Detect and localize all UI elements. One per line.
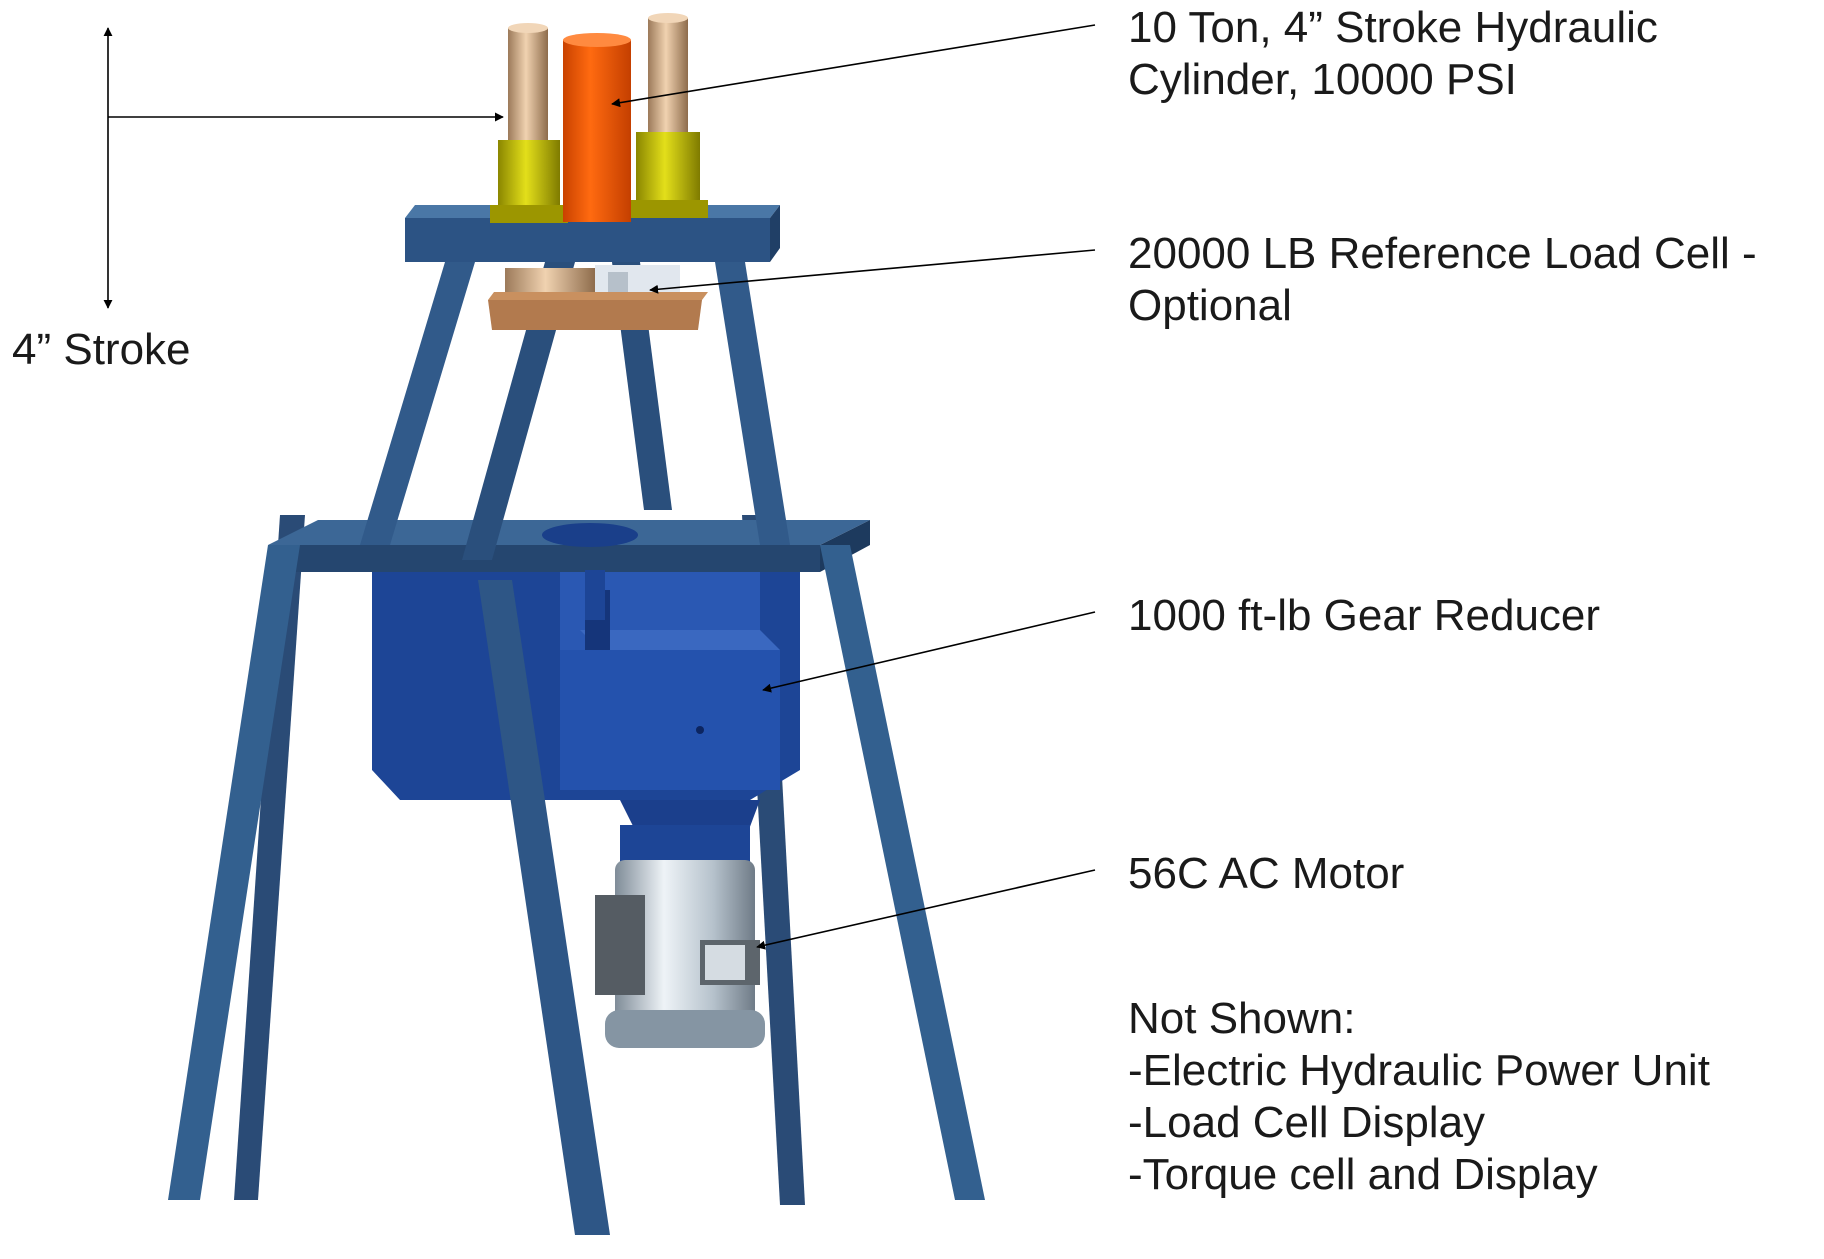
not-shown-list: Not Shown: -Electric Hydraulic Power Uni…	[1128, 993, 1710, 1201]
stroke-label-text: 4” Stroke	[12, 325, 191, 374]
hydraulic-cylinders	[490, 13, 708, 223]
cylinder-label-line-2: Cylinder, 10000 PSI	[1128, 55, 1517, 104]
load-cell-label-line-1: 20000 LB Reference Load Cell -	[1128, 229, 1757, 278]
motor-body	[595, 825, 765, 1048]
upper-frame-legs	[360, 262, 790, 560]
annotation-leaders	[103, 24, 1096, 950]
gear-reducer-leader	[762, 611, 1096, 693]
not-shown-heading: Not Shown:	[1128, 994, 1356, 1043]
load-cell-leader	[649, 249, 1096, 294]
cylinder-label: 10 Ton, 4” Stroke Hydraulic Cylinder, 10…	[1128, 2, 1658, 106]
not-shown-item: -Torque cell and Display	[1128, 1150, 1598, 1199]
not-shown-item: -Electric Hydraulic Power Unit	[1128, 1046, 1710, 1095]
gear-reducer-label: 1000 ft-lb Gear Reducer	[1128, 590, 1600, 642]
stroke-label: 4” Stroke	[12, 324, 191, 376]
motor-leader	[756, 869, 1096, 950]
cylinder-leader	[611, 24, 1096, 108]
load-cell-label: 20000 LB Reference Load Cell - Optional	[1128, 228, 1757, 332]
cylinder-label-line-1: 10 Ton, 4” Stroke Hydraulic	[1128, 3, 1658, 52]
gear-reducer-label-text: 1000 ft-lb Gear Reducer	[1128, 591, 1601, 640]
motor-label-text: 56C AC Motor	[1128, 849, 1405, 898]
motor-label: 56C AC Motor	[1128, 848, 1404, 900]
load-cell-assembly	[488, 265, 708, 330]
load-cell-label-line-2: Optional	[1128, 281, 1292, 330]
lower-frame-front-legs	[168, 545, 985, 1235]
lower-platform	[268, 520, 870, 620]
not-shown-item: -Load Cell Display	[1128, 1098, 1486, 1147]
